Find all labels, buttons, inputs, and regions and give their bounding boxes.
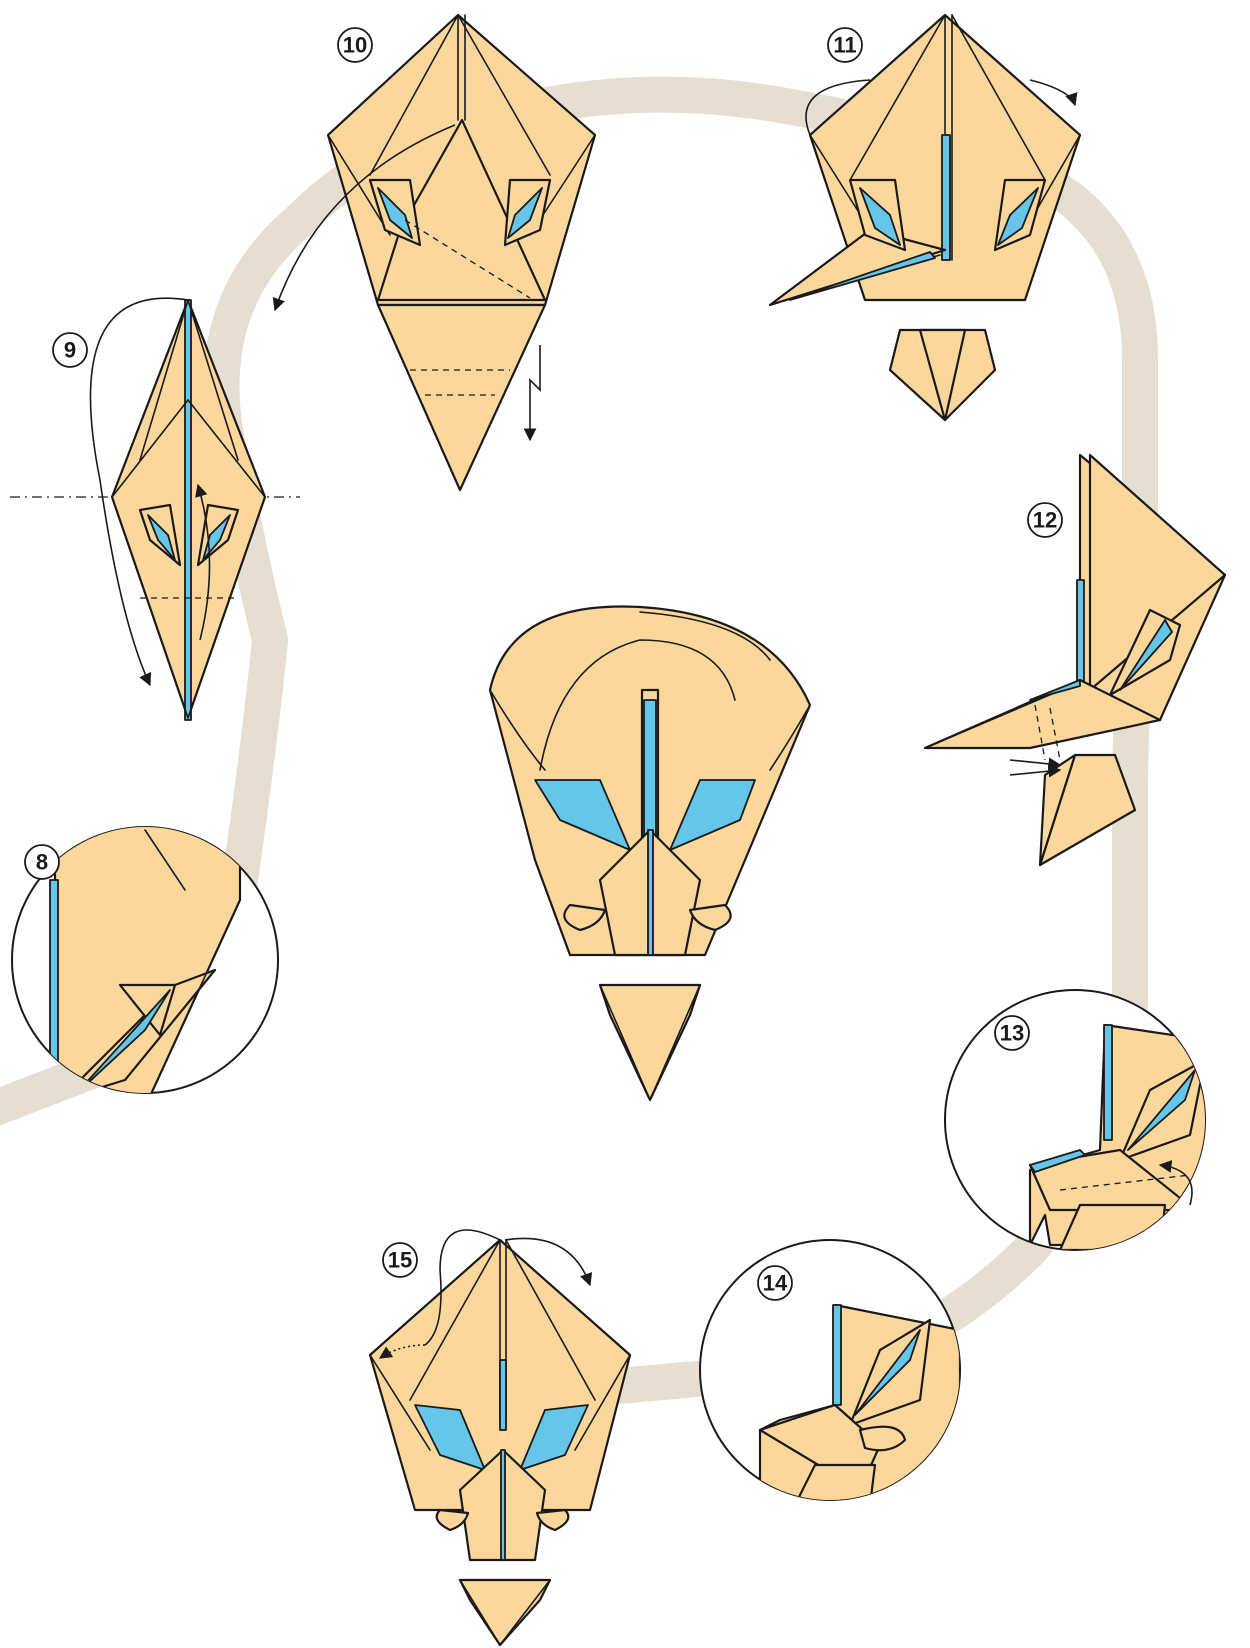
step-14-detail [700, 1240, 960, 1505]
step-label: 13 [1000, 1021, 1024, 1046]
step-label: 15 [388, 1248, 412, 1273]
step-number-9: 9 [53, 333, 87, 367]
step-13-detail [945, 990, 1240, 1250]
step-11-model [770, 15, 1080, 420]
step-number-8: 8 [25, 845, 59, 879]
step-label: 14 [763, 1271, 788, 1296]
step-label: 9 [64, 338, 76, 363]
step-label: 12 [1033, 508, 1057, 533]
step-label: 11 [833, 33, 856, 58]
step-number-13: 13 [995, 1016, 1029, 1050]
step-label: 10 [343, 33, 367, 58]
step-12-model [925, 455, 1225, 865]
step-15-model [370, 1230, 630, 1645]
step-number-14: 14 [758, 1266, 792, 1300]
step-number-12: 12 [1028, 503, 1062, 537]
step-number-15: 15 [383, 1243, 417, 1277]
step-number-10: 10 [338, 28, 372, 62]
step-10-model [275, 15, 595, 490]
finished-mask [490, 606, 810, 1100]
step-label: 8 [36, 850, 48, 875]
step-number-11: 11 [828, 28, 862, 62]
